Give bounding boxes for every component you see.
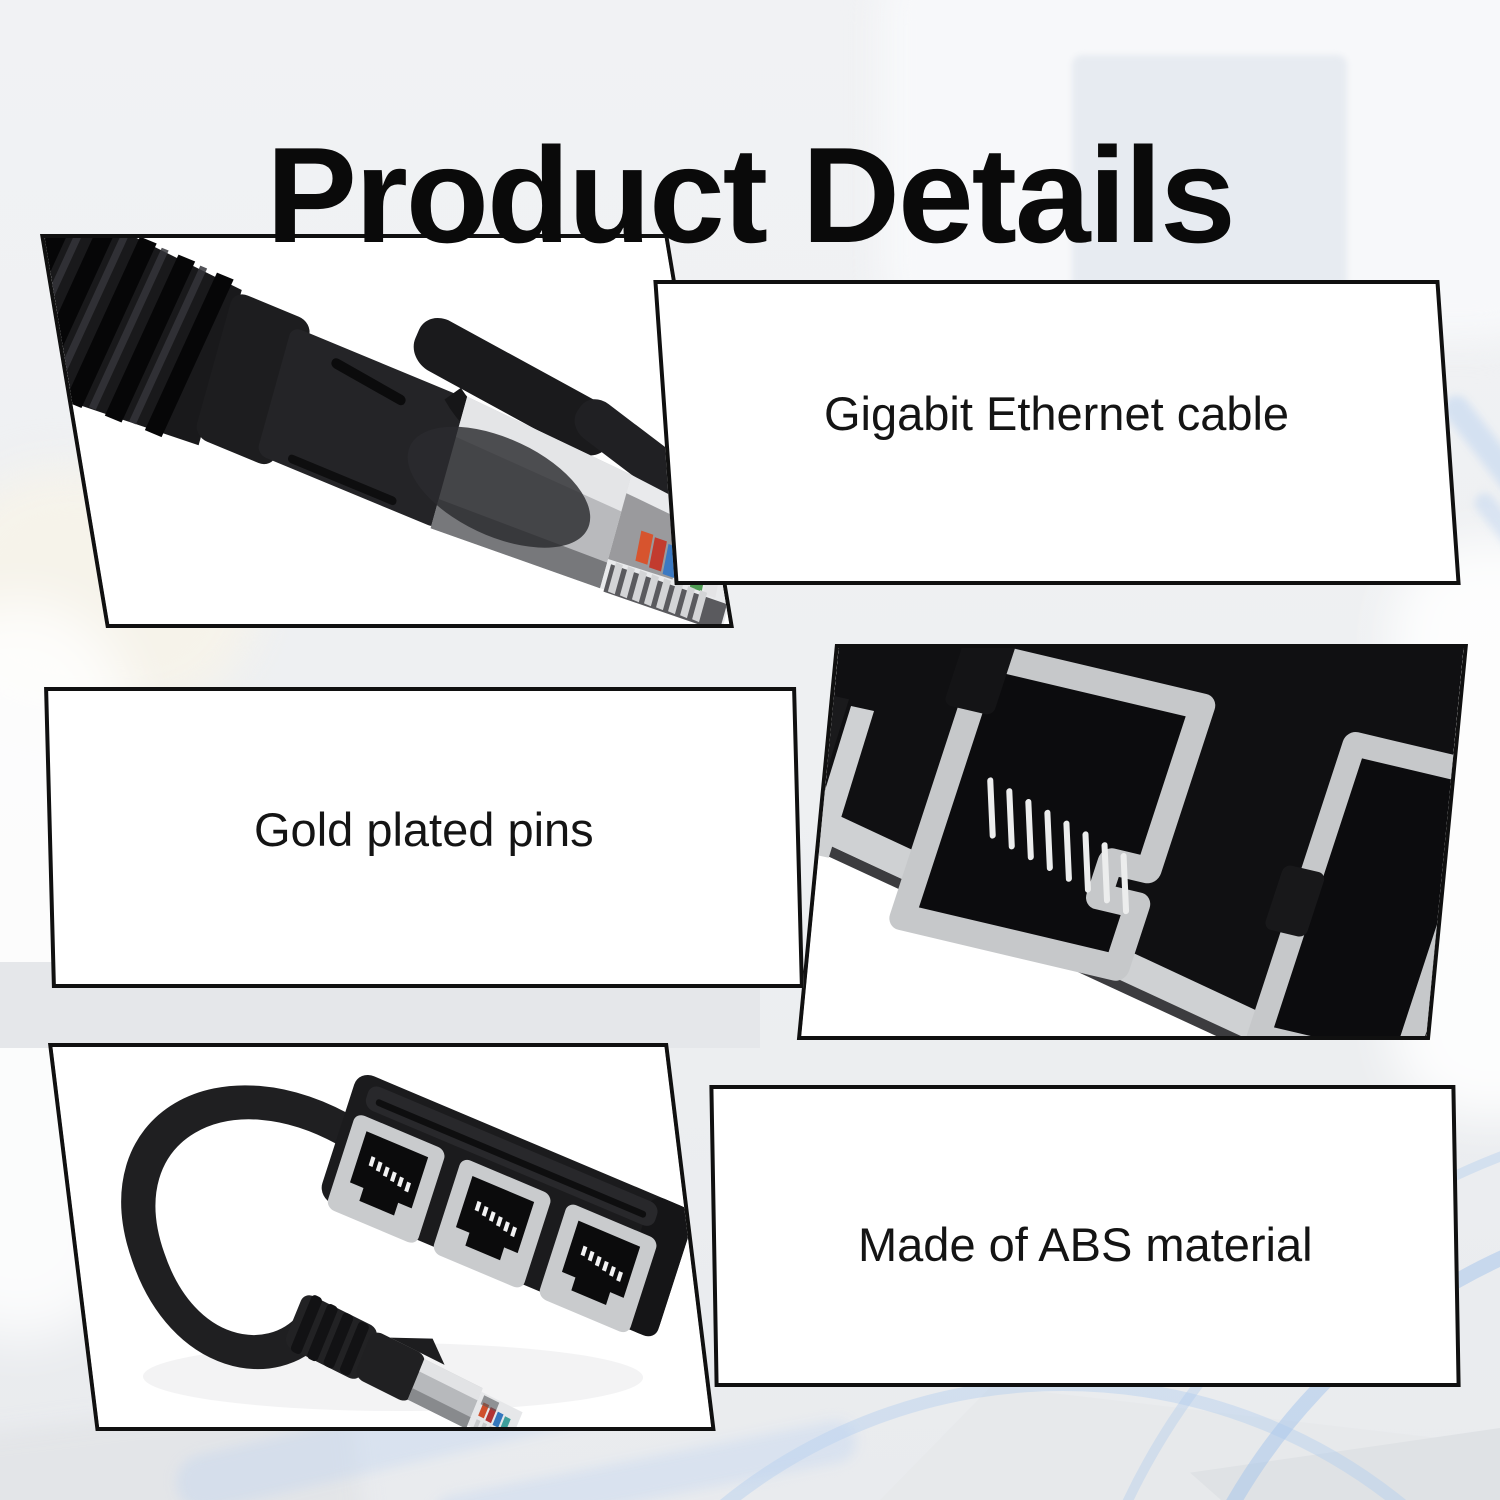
ethernet-splitter-illustration bbox=[52, 1047, 712, 1427]
callout-made-of-abs-material: Made of ABS material bbox=[709, 1085, 1461, 1387]
rj45-male-connector-photo bbox=[40, 234, 734, 628]
callout-gold-plated-pins: Gold plated pins bbox=[44, 687, 804, 988]
ethernet-splitter-photo bbox=[48, 1043, 716, 1431]
page-title: Product Details bbox=[266, 119, 1236, 272]
rj45-male-connector-illustration bbox=[44, 238, 730, 624]
callout-gigabit-ethernet-cable: Gigabit Ethernet cable bbox=[653, 280, 1461, 585]
callout-label: Gigabit Ethernet cable bbox=[824, 387, 1290, 440]
callout-label: Made of ABS material bbox=[857, 1217, 1313, 1271]
callout-label: Gold plated pins bbox=[254, 803, 594, 856]
background-rect-top-right bbox=[1072, 55, 1347, 310]
rj45-ports-illustration bbox=[801, 648, 1464, 1036]
rj45-ports-closeup-photo bbox=[796, 644, 1468, 1040]
